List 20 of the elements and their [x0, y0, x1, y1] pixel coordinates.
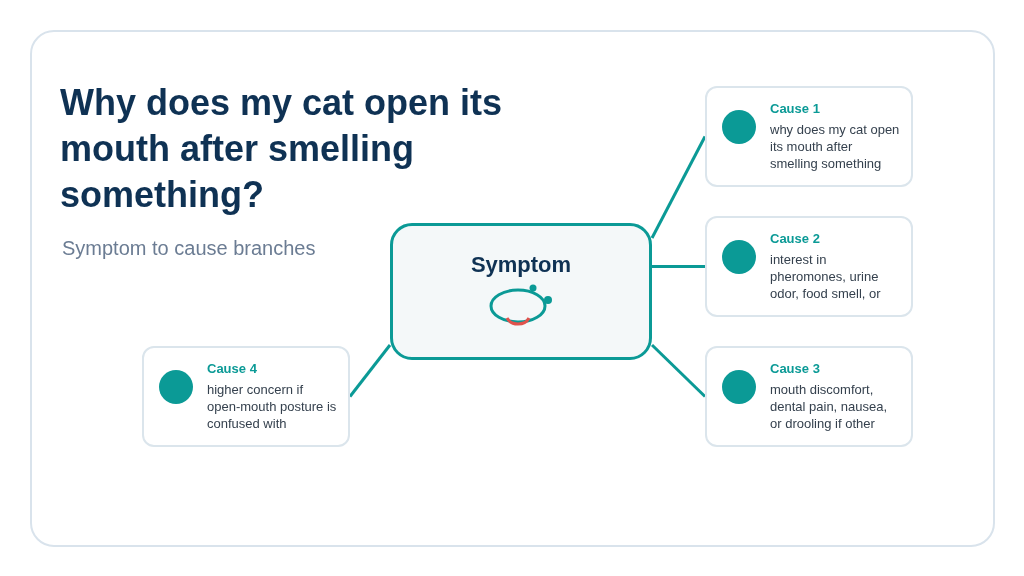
cause-card: [705, 346, 913, 447]
cause-heading: Cause 1: [770, 101, 821, 117]
cause-text: mouth discomfort, dental pain, nausea, or drooling if other: [770, 381, 889, 432]
cause-card: [705, 86, 913, 187]
cause-card: [142, 346, 350, 447]
cause-heading: Cause 4: [207, 361, 258, 377]
cause-heading: Cause 2: [770, 231, 821, 247]
cause-heading: Cause 3: [770, 361, 821, 377]
connector-line: [650, 135, 707, 239]
cause-text: why does my cat open its mouth after smelling something: [770, 121, 901, 172]
connector-line: [650, 343, 707, 398]
cause-card: [705, 216, 913, 317]
symptom-title: Symptom: [470, 251, 572, 278]
symptom-box: [390, 223, 652, 360]
connector-line: [652, 265, 705, 268]
connector-line: [348, 344, 392, 398]
cause-text: higher concern if open-mouth posture is confused with: [207, 381, 338, 432]
diagram-title: Why does my cat open its mouth after smelling something?: [60, 81, 504, 217]
subtitle: Symptom to cause branches: [62, 236, 316, 260]
cause-text: interest in pheromones, urine odor, food smell, or: [770, 251, 882, 302]
